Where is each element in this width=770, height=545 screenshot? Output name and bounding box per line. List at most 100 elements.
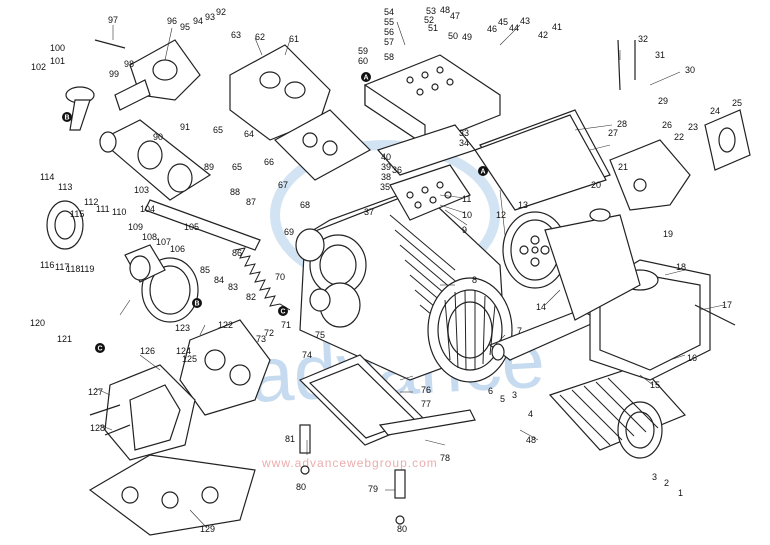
- suction-valve-20: [589, 139, 691, 222]
- callout-74: 74: [302, 350, 312, 360]
- callout-73: 73: [256, 334, 266, 344]
- callout-13: 13: [518, 200, 528, 210]
- callout-106: 106: [170, 244, 185, 254]
- callout-111: 111: [96, 204, 110, 214]
- callout-35: 35: [380, 182, 390, 192]
- callout-7: 7: [517, 326, 522, 336]
- callout-77: 77: [421, 399, 431, 409]
- callout-122: 122: [218, 320, 233, 330]
- top-cover-28: [474, 109, 611, 211]
- bolts: [89, 39, 736, 436]
- callout-25: 25: [732, 98, 742, 108]
- callout-90: 90: [153, 132, 163, 142]
- callout-31: 31: [655, 50, 665, 60]
- callout-65: 65: [213, 125, 223, 135]
- callout-10: 10: [462, 210, 472, 220]
- callout-63: 63: [231, 30, 241, 40]
- bearing-housing-106: [124, 244, 199, 323]
- callout-5: 5: [500, 394, 505, 404]
- callout-94: 94: [193, 16, 203, 26]
- callout-42: 42: [538, 30, 548, 40]
- callout-15: 15: [650, 380, 660, 390]
- callout-95: 95: [180, 22, 190, 32]
- valve-plate-67: [274, 109, 371, 181]
- callout-103: 103: [134, 185, 149, 195]
- callout-107: 107: [156, 237, 171, 247]
- callout-87: 87: [246, 197, 256, 207]
- motor-end-cover-18: [589, 259, 711, 381]
- oil-pump-96: [114, 39, 201, 111]
- valve-79: [394, 469, 406, 525]
- piston-rod-102: [65, 86, 95, 131]
- callout-116: 116: [40, 260, 54, 270]
- callout-108: 108: [142, 232, 157, 242]
- callout-91: 91: [180, 122, 190, 132]
- spring-82: [234, 247, 291, 311]
- callout-113: 113: [58, 182, 72, 192]
- cylinder-head-123: [179, 319, 271, 416]
- compressor-crankcase: [295, 179, 506, 381]
- section-marker-label: A: [481, 169, 486, 176]
- callout-79: 79: [368, 484, 378, 494]
- callout-19: 19: [663, 229, 673, 239]
- callout-43: 43: [520, 16, 530, 26]
- callout-1: 1: [678, 488, 683, 498]
- callout-33: 33: [459, 128, 469, 138]
- valve-81: [299, 424, 311, 475]
- callout-80: 80: [296, 482, 306, 492]
- callout-89: 89: [204, 162, 214, 172]
- gasket-plate-34: [376, 124, 477, 176]
- callout-71: 71: [281, 320, 291, 330]
- section-marker-b-mid: B: [192, 298, 202, 308]
- callout-98: 98: [124, 59, 134, 69]
- callout-21: 21: [618, 162, 628, 172]
- callout-9: 9: [462, 225, 467, 235]
- callout-17: 17: [722, 300, 732, 310]
- callout-78: 78: [440, 453, 450, 463]
- callout-119: 119: [80, 264, 94, 274]
- callout-121: 121: [57, 334, 72, 344]
- section-marker-label: C: [281, 309, 286, 316]
- bracket-78: [378, 409, 476, 436]
- callout-56: 56: [384, 27, 394, 37]
- callout-114: 114: [40, 172, 54, 182]
- section-marker-label: B: [65, 115, 70, 122]
- callout-48: 48: [526, 435, 536, 445]
- section-marker-a-top: A: [361, 72, 371, 82]
- callout-59: 59: [358, 46, 368, 56]
- callout-129: 129: [200, 524, 215, 534]
- callout-82: 82: [246, 292, 256, 302]
- callout-24: 24: [710, 106, 720, 116]
- callout-23: 23: [688, 122, 698, 132]
- callout-128: 128: [90, 423, 105, 433]
- section-marker-label: C: [98, 346, 103, 353]
- callout-50: 50: [448, 31, 458, 41]
- callout-29: 29: [658, 96, 668, 106]
- callout-99: 99: [109, 69, 119, 79]
- callout-11: 11: [462, 194, 471, 204]
- callout-80: 80: [397, 524, 407, 534]
- callout-3: 3: [512, 390, 517, 400]
- watermark-url-text: www.advancewebgroup.com: [261, 456, 438, 470]
- callout-127: 127: [88, 387, 103, 397]
- callout-34: 34: [459, 138, 469, 148]
- callout-123: 123: [175, 323, 190, 333]
- callout-115: 115: [70, 209, 84, 219]
- gasket-129: [88, 454, 256, 536]
- motor-rotor-shaft: [488, 309, 602, 361]
- callout-52: 52: [424, 15, 434, 25]
- callout-12: 12: [496, 210, 506, 220]
- callout-68: 68: [300, 200, 310, 210]
- callout-120: 120: [30, 318, 45, 328]
- section-marker-c-left: C: [95, 343, 105, 353]
- callout-40: 40: [381, 152, 391, 162]
- section-marker-label: B: [195, 301, 200, 308]
- callout-124: 124: [176, 346, 191, 356]
- callout-61: 61: [289, 34, 299, 44]
- callout-numbers: 1 2 3 3 4 5 6 7 8 9 10 11 12 13 14 15 16…: [30, 5, 742, 534]
- callout-86: 86: [232, 248, 242, 258]
- callout-6: 6: [488, 386, 493, 396]
- section-marker-label: A: [364, 75, 369, 82]
- callout-48: 48: [440, 5, 450, 15]
- callout-51: 51: [428, 23, 438, 33]
